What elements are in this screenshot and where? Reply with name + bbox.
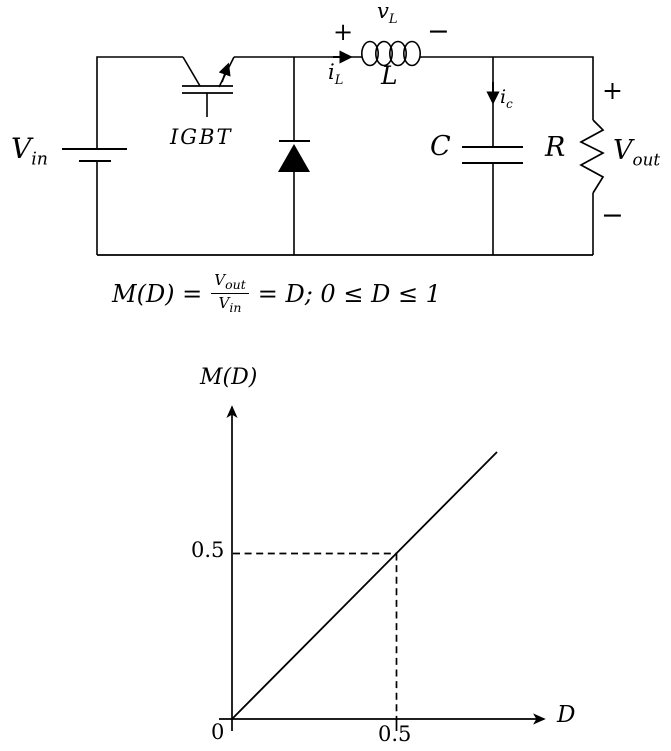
plot-y-axis-label: M(D) bbox=[200, 365, 258, 390]
formula-num-main: V bbox=[214, 271, 226, 289]
inductor-loop-4 bbox=[402, 40, 421, 67]
top-rail-right bbox=[420, 56, 594, 120]
resistor-label: R bbox=[545, 132, 566, 163]
igbt-collector-lead bbox=[182, 56, 201, 87]
inductor-label: L bbox=[381, 61, 398, 90]
output-voltage-sub: out bbox=[632, 149, 661, 170]
plot-y-tick-0p5: 0.5 bbox=[191, 538, 225, 562]
inductor-voltage-minus: − bbox=[427, 16, 450, 47]
capacitor bbox=[462, 57, 523, 255]
output-minus: − bbox=[601, 200, 624, 231]
gain-line bbox=[231, 451, 498, 720]
output-voltage-main: V bbox=[613, 135, 633, 166]
formula-lhs: M(D) = bbox=[112, 279, 203, 308]
plot-x-tick-0: 0 bbox=[211, 720, 225, 744]
plot-x-axis-label: D bbox=[557, 702, 576, 728]
formula-denominator: Vin bbox=[219, 294, 242, 315]
inductor-voltage-plus: + bbox=[333, 18, 354, 46]
inductor bbox=[360, 40, 421, 67]
inductor-voltage-label: vL bbox=[377, 0, 398, 28]
gain-formula: M(D) = Vout Vin = D; 0 ≤ D ≤ 1 bbox=[112, 271, 441, 316]
source-label-main: V bbox=[11, 132, 32, 165]
load-resistor bbox=[579, 119, 605, 255]
inductor-loop-3 bbox=[388, 40, 407, 67]
capacitor-current-label: ic bbox=[500, 88, 513, 111]
output-voltage-label: Vout bbox=[613, 137, 660, 168]
inductor-loop-1 bbox=[360, 40, 379, 67]
formula-den-sub: in bbox=[229, 300, 242, 316]
source-top-wire bbox=[96, 56, 183, 149]
inductor-current-main: i bbox=[328, 60, 335, 84]
inductor-loop-2 bbox=[374, 40, 393, 67]
output-plus: + bbox=[602, 76, 623, 105]
freewheel-diode bbox=[278, 57, 310, 255]
formula-rhs: = D; 0 ≤ D ≤ 1 bbox=[257, 279, 441, 308]
igbt-emitter-arrow bbox=[218, 62, 231, 83]
plot-x-tick-0p5: 0.5 bbox=[378, 722, 412, 746]
source-label-sub: in bbox=[31, 149, 48, 170]
inductor-voltage-main: v bbox=[377, 0, 389, 23]
formula-num-sub: out bbox=[225, 277, 246, 292]
inductor-current-sub: L bbox=[334, 73, 344, 89]
circuit-diagram bbox=[62, 40, 605, 256]
input-source bbox=[62, 56, 183, 255]
igbt-emitter-lead bbox=[218, 56, 235, 88]
diode-triangle bbox=[278, 144, 310, 172]
inductor-current-label: iL bbox=[328, 60, 344, 89]
capacitor-label: C bbox=[430, 131, 451, 162]
formula-den-main: V bbox=[218, 294, 230, 313]
formula-fraction: Vout Vin bbox=[211, 271, 249, 316]
formula-numerator: Vout bbox=[211, 271, 249, 295]
source-label: Vin bbox=[11, 135, 48, 169]
dc-gain-plot bbox=[219, 405, 546, 731]
igbt-switch bbox=[182, 56, 235, 117]
resistor-zigzag bbox=[579, 119, 605, 194]
capacitor-current-sub: c bbox=[506, 96, 513, 111]
inductor-voltage-sub: L bbox=[388, 12, 398, 28]
capacitor-current-main: i bbox=[500, 86, 507, 108]
igbt-label: IGBT bbox=[170, 125, 233, 149]
